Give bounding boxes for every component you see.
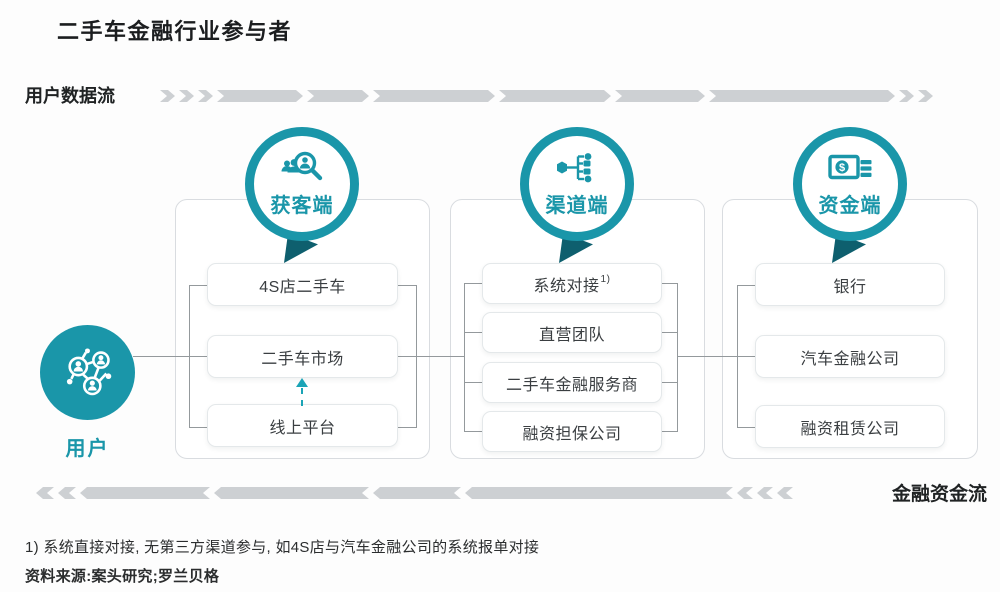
stage-label-channel: 渠道端 [545, 195, 609, 217]
channel-network-icon [557, 153, 592, 183]
customer-search-icon [281, 151, 323, 181]
arrow-band-finance-funds-flow [36, 487, 793, 499]
arrow-segment [373, 487, 461, 499]
arrow-band-user-data-flow [160, 90, 933, 102]
stage-label-acquisition: 获客端 [270, 195, 334, 217]
user-circle [40, 325, 135, 420]
box-label: 直营团队 [538, 326, 605, 344]
page-title: 二手车金融行业参与者 [57, 19, 293, 44]
box-label: 汽车金融公司 [800, 350, 900, 368]
arrow-segment [217, 90, 303, 102]
arrow-segment [918, 90, 933, 102]
svg-text:$: $ [839, 162, 845, 174]
arrow-segment [160, 90, 175, 102]
connector-line [398, 356, 464, 357]
people-network-icon [66, 347, 111, 395]
user-label: 用户 [65, 438, 110, 460]
connector-line [737, 427, 755, 428]
connector-line [662, 283, 677, 284]
box-label: 4S店二手车 [259, 278, 346, 296]
arrow-segment [80, 487, 210, 499]
arrow-segment [737, 487, 753, 499]
funds-icon: $ [828, 154, 872, 180]
box-label: 银行 [833, 278, 867, 296]
connector-line [677, 283, 678, 432]
box-financing-guarantee-company: 融资担保公司 [482, 411, 662, 452]
arrow-segment [465, 487, 733, 499]
arrow-segment [899, 90, 914, 102]
stage-bubble-channel: 渠道端 [520, 127, 634, 241]
arrow-segment [757, 487, 773, 499]
box-label: 融资担保公司 [522, 425, 622, 443]
box-auto-finance-company: 汽车金融公司 [755, 335, 945, 378]
arrow-segment [777, 487, 793, 499]
connector-line [464, 431, 482, 432]
connector-line [398, 427, 416, 428]
connector-line [662, 382, 677, 383]
stage-bubble-funding: $ 资金端 [793, 127, 907, 241]
connector-line [189, 285, 190, 428]
box-label: 融资租赁公司 [800, 420, 900, 438]
stage-bubble-acquisition: 获客端 [245, 127, 359, 241]
box-used-car-market: 二手车市场 [207, 335, 398, 378]
box-label: 系统对接 [533, 277, 600, 295]
connector-line [464, 332, 482, 333]
box-direct-sales-team: 直营团队 [482, 312, 662, 353]
arrow-segment [709, 90, 895, 102]
box-4s-used-car: 4S店二手车 [207, 263, 398, 306]
upward-dashed-arrow-head [296, 378, 308, 387]
arrow-segment [214, 487, 369, 499]
source-text: 资料来源:案头研究;罗兰贝格 [25, 568, 220, 585]
box-financing-lease-company: 融资租赁公司 [755, 405, 945, 448]
arrow-segment [615, 90, 705, 102]
arrow-segment [307, 90, 369, 102]
connector-line [737, 285, 738, 428]
box-bank: 银行 [755, 263, 945, 306]
footnote-text: 1) 系统直接对接, 无第三方渠道参与, 如4S店与汽车金融公司的系统报单对接 [25, 539, 540, 556]
arrow-segment [58, 487, 76, 499]
connector-line [662, 332, 677, 333]
box-used-car-finance-service-provider: 二手车金融服务商 [482, 362, 662, 403]
connector-line [133, 356, 207, 357]
connector-line [189, 427, 207, 428]
connector-line [464, 283, 465, 432]
arrow-segment [179, 90, 194, 102]
stage-label-funding: 资金端 [818, 195, 882, 217]
connector-line [662, 431, 677, 432]
connector-line [464, 283, 482, 284]
upward-dashed-arrow [301, 388, 303, 406]
arrow-segment [373, 90, 495, 102]
arrow-segment [499, 90, 611, 102]
flow-label-user-data: 用户数据流 [25, 86, 115, 106]
box-online-platform: 线上平台 [207, 404, 398, 447]
connector-line [398, 285, 416, 286]
connector-line [677, 356, 755, 357]
connector-line [737, 285, 755, 286]
connector-line [464, 382, 482, 383]
box-label: 二手车金融服务商 [505, 376, 638, 394]
box-label: 二手车市场 [261, 350, 344, 368]
connector-line [189, 285, 207, 286]
arrow-segment [198, 90, 213, 102]
flow-label-finance-funds: 金融资金流 [891, 484, 987, 505]
arrow-segment [36, 487, 54, 499]
connector-line [416, 285, 417, 428]
box-label: 线上平台 [269, 419, 336, 437]
